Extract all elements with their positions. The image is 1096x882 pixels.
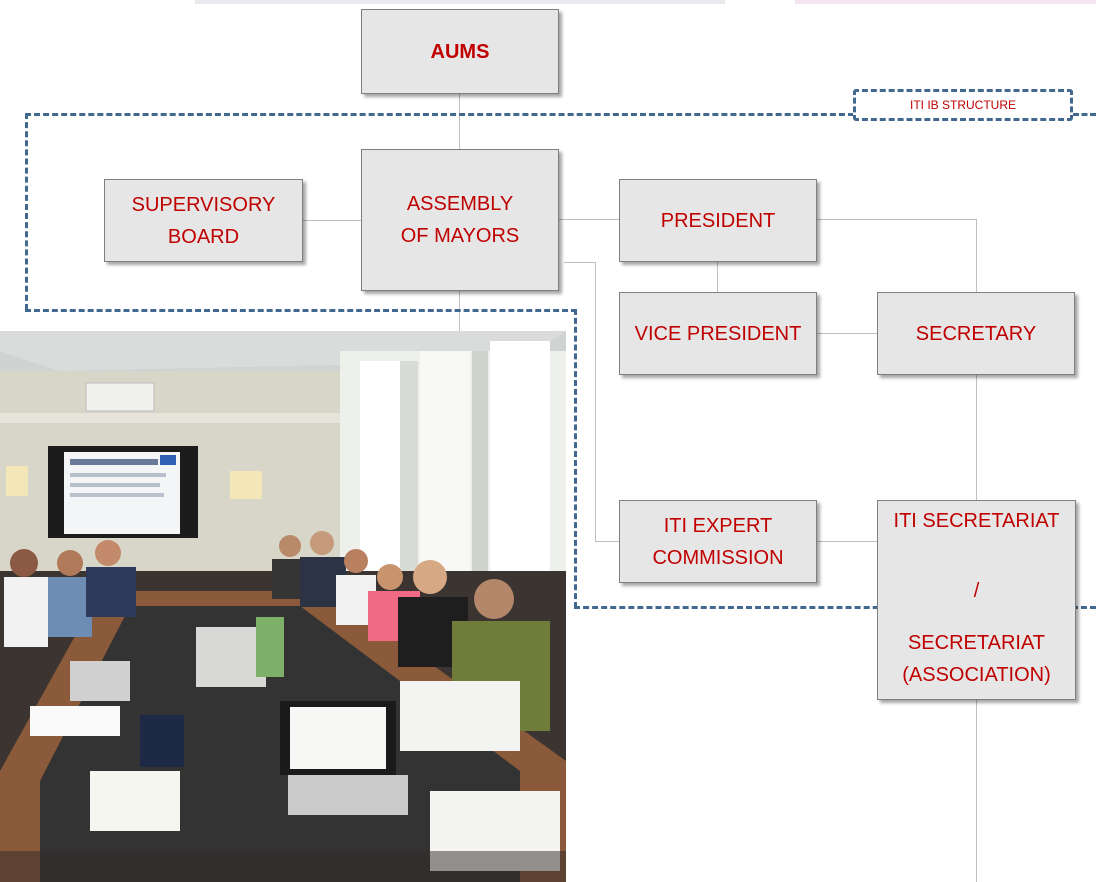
president-label: PRESIDENT	[660, 209, 776, 232]
connector-commission-secretariat	[817, 541, 877, 542]
meeting-photo	[0, 331, 566, 882]
supervisory-board-line-2: BOARD	[167, 225, 240, 248]
connector-to-secretary	[976, 219, 977, 292]
assembly-of-mayors-line-1: ASSEMBLY	[406, 193, 514, 215]
supervisory-board-line-1: SUPERVISORY	[131, 193, 276, 216]
boundary-top-left	[25, 113, 854, 116]
iti-ib-structure-label: ITI IB STRUCTURE	[853, 89, 1073, 121]
iti-secretariat-line-3: SECRETARIAT	[907, 632, 1046, 654]
connector-assembly-commission-top	[564, 262, 595, 263]
aums-label: AUMS	[430, 40, 490, 63]
iti-secretariat-slash: /	[973, 580, 980, 602]
connector-assembly-president	[559, 219, 619, 220]
assembly-of-mayors-box: ASSEMBLY OF MAYORS	[361, 149, 559, 291]
top-strip-right	[795, 0, 1096, 4]
assembly-of-mayors-line-2: OF MAYORS	[400, 225, 520, 247]
connector-president-right	[817, 219, 976, 220]
boundary-top-right	[1073, 113, 1096, 116]
iti-expert-commission-box: ITI EXPERT COMMISSION	[619, 500, 817, 583]
secretary-label: SECRETARY	[915, 322, 1037, 345]
meeting-photo-illustration	[0, 331, 566, 882]
aums-box: AUMS	[361, 9, 559, 94]
connector-supervisory-assembly	[303, 220, 361, 221]
connector-assembly-commission-vertical	[595, 262, 596, 541]
iti-secretariat-line-4: (ASSOCIATION)	[902, 664, 1051, 686]
connector-vice-secretary	[817, 333, 877, 334]
connector-secretariat-down	[976, 700, 977, 882]
connector-assembly-commission-bottom	[595, 541, 619, 542]
iti-expert-commission-line-2: COMMISSION	[652, 546, 784, 569]
secretary-box: SECRETARY	[877, 292, 1075, 375]
iti-expert-commission-line-1: ITI EXPERT	[663, 514, 773, 537]
boundary-bottom	[574, 606, 1096, 609]
vice-president-box: VICE PRESIDENT	[619, 292, 817, 375]
boundary-inner-vertical	[574, 309, 577, 608]
boundary-middle	[25, 309, 577, 312]
top-strip-left	[195, 0, 725, 4]
connector-president-vice	[717, 261, 718, 292]
connector-secretary-secretariat	[976, 375, 977, 501]
connector-aums-assembly	[459, 94, 460, 150]
boundary-left	[25, 113, 28, 310]
president-box: PRESIDENT	[619, 179, 817, 262]
connector-assembly-down	[459, 291, 460, 333]
supervisory-board-box: SUPERVISORY BOARD	[104, 179, 303, 262]
vice-president-label: VICE PRESIDENT	[634, 322, 802, 345]
iti-secretariat-line-1: ITI SECRETARIAT	[893, 510, 1060, 532]
iti-secretariat-box: ITI SECRETARIAT / SECRETARIAT (ASSOCIATI…	[877, 500, 1076, 700]
